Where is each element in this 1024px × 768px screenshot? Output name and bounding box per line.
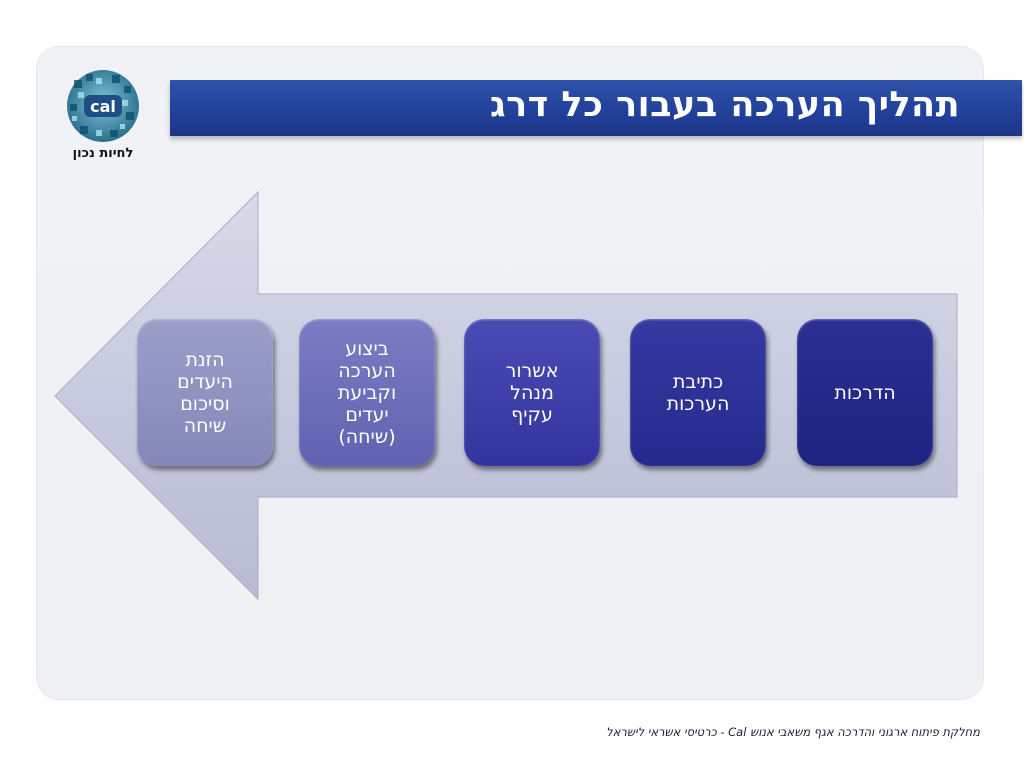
cal-logo: cal — [67, 70, 139, 142]
step-writing-reviews: כתיבת הערכות — [630, 319, 766, 466]
title-bar: תהליך הערכה בעבור כל דרג — [170, 80, 1022, 136]
step-indirect-manager-approval: אשרור מנהל עקיף — [464, 319, 600, 466]
logo-caption: לחיות נכון — [72, 146, 134, 161]
slide-title: תהליך הערכה בעבור כל דרג — [489, 85, 960, 125]
footer-credit: מחלקת פיתוח ארגוני והדרכה אגף משאבי אנוש… — [606, 725, 980, 739]
svg-text:cal: cal — [90, 97, 116, 116]
step-review-and-goal-setting: ביצוע הערכה וקביעת יעדים (שיחה) — [299, 319, 435, 466]
step-goal-entry-summary: הזנת היעדים וסיכום שיחה — [137, 319, 273, 466]
step-trainings: הדרכות — [797, 319, 933, 466]
